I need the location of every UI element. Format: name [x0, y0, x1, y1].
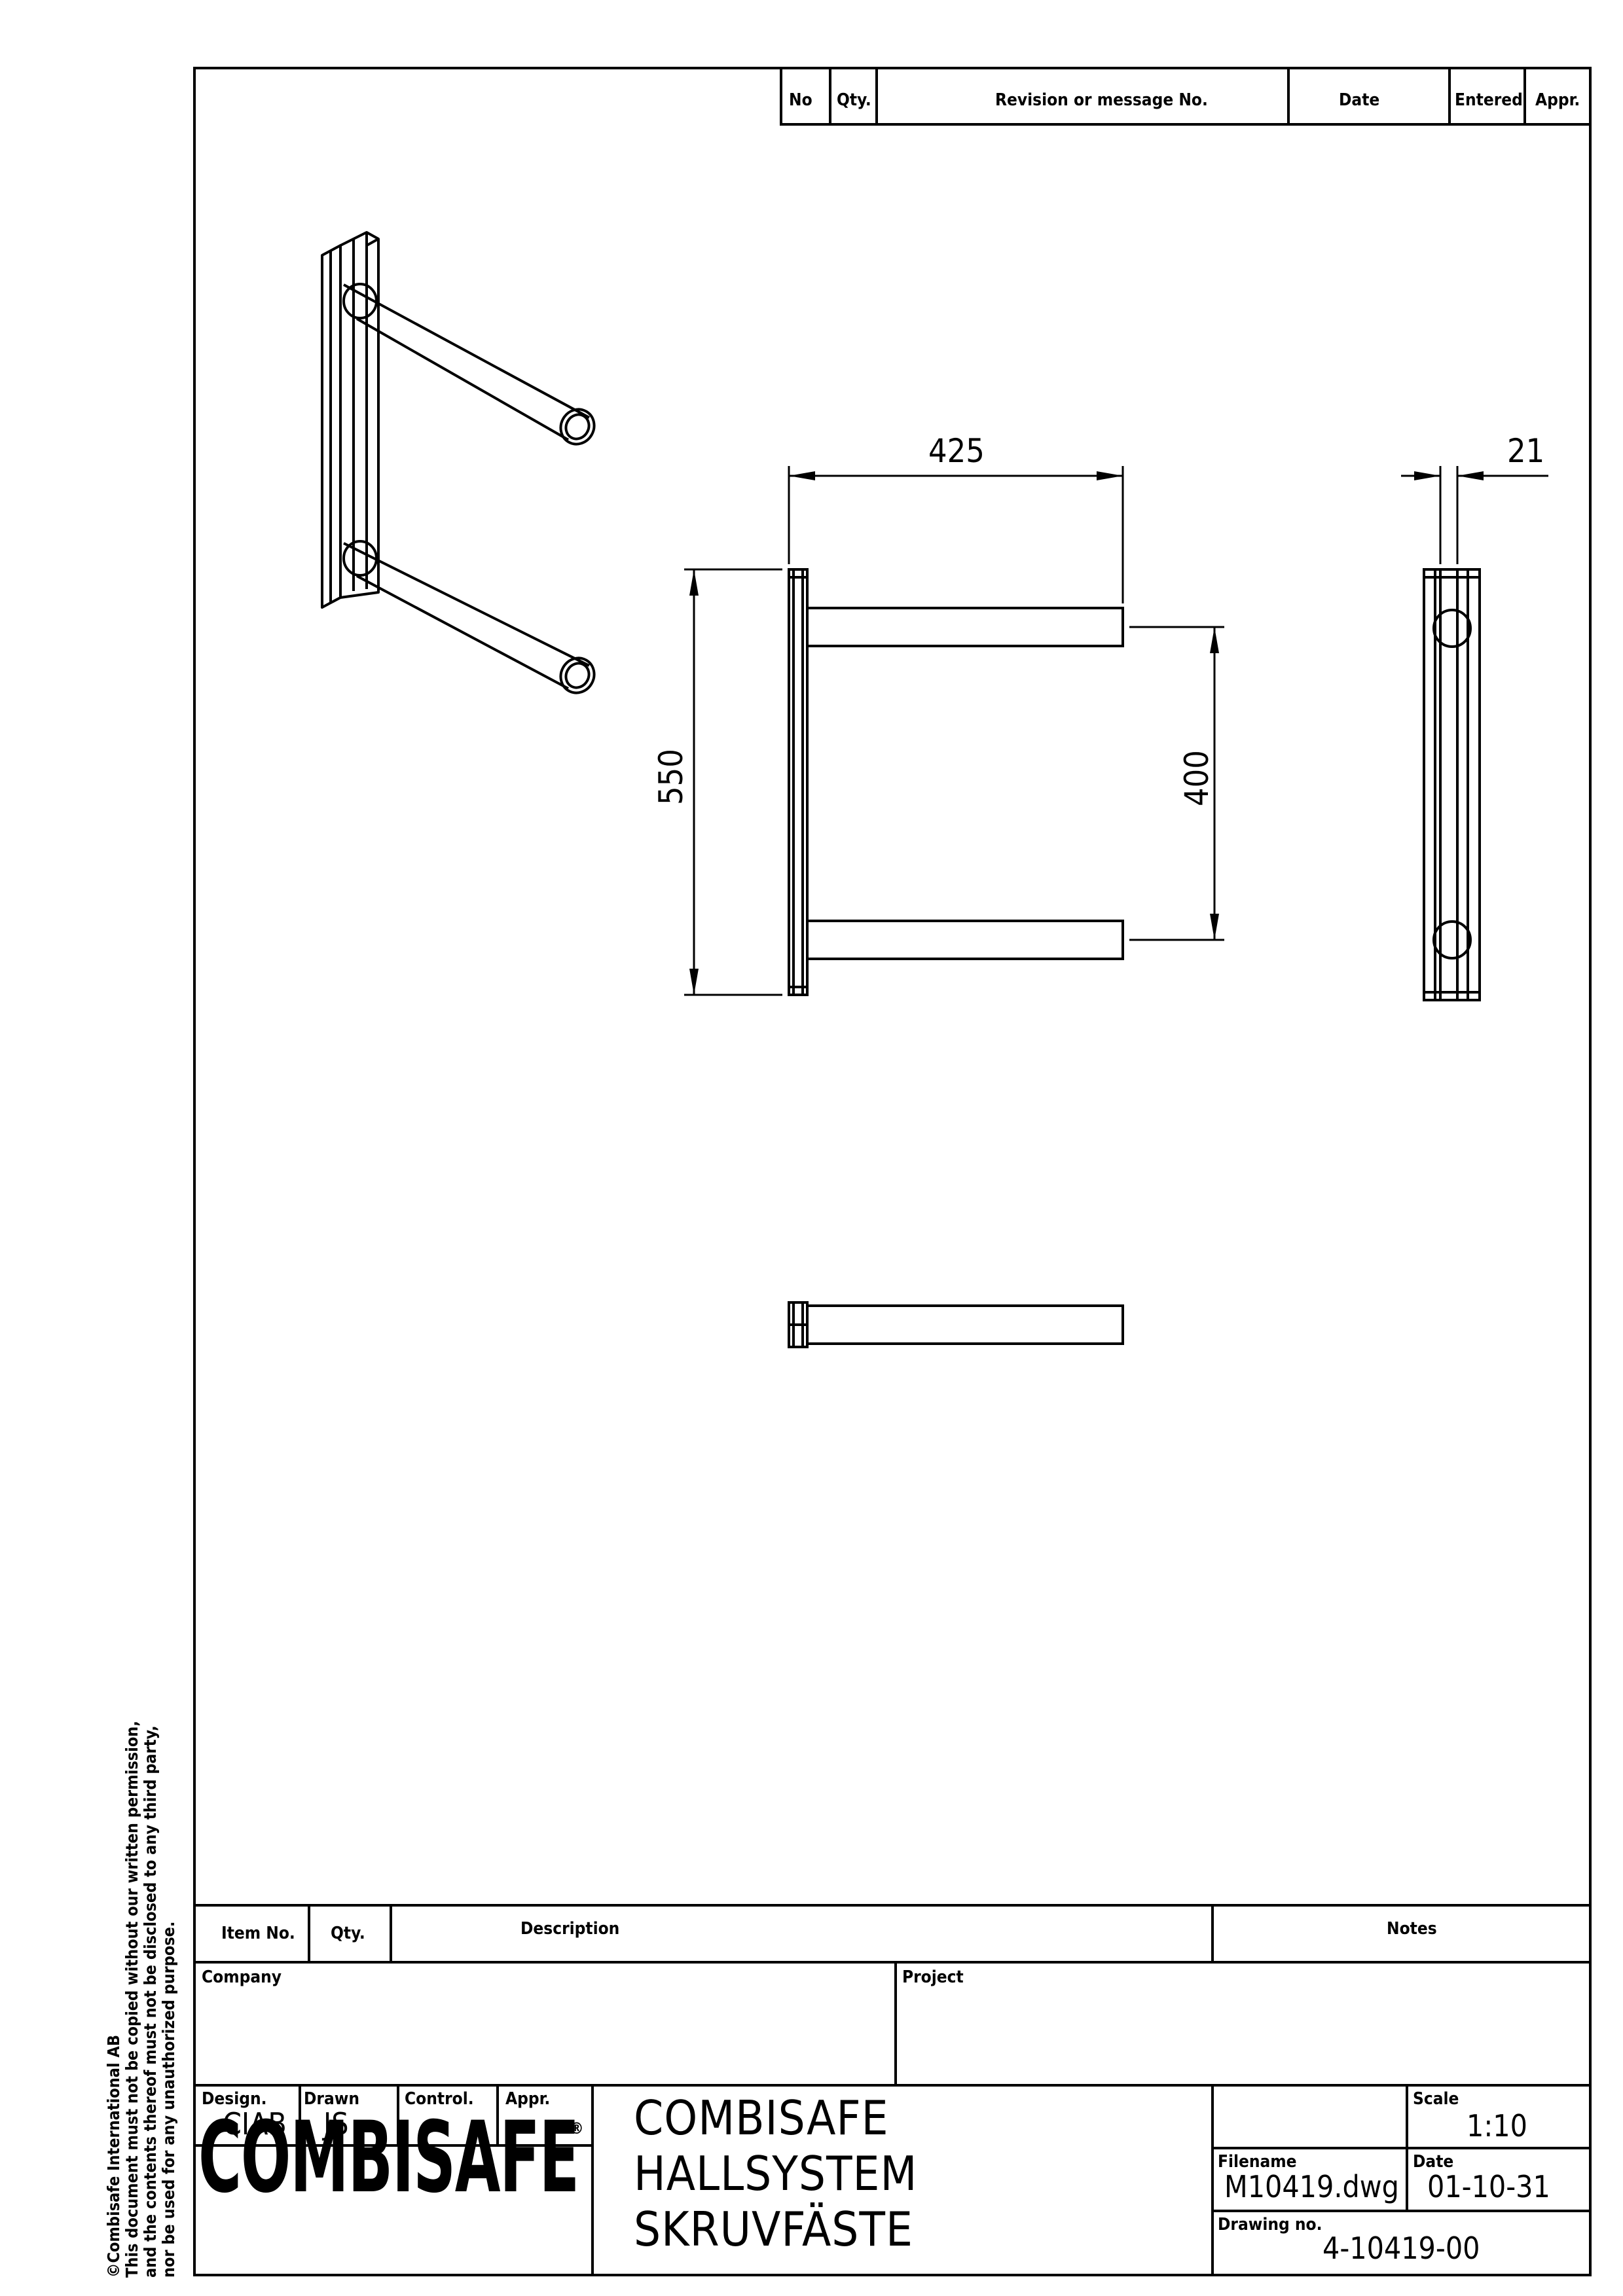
revision-table-grid: [780, 68, 1590, 126]
copyright-notice: ©Combisafe International AB This documen…: [104, 1721, 178, 2278]
rev-header-entered: Entered: [1455, 90, 1523, 110]
control-label: Control.: [405, 2089, 474, 2109]
dimension-lines: [684, 466, 1548, 996]
dimension-width-label: 425: [928, 432, 985, 470]
parts-header-qty: Qty.: [331, 1924, 365, 1943]
parts-header-notes: Notes: [1387, 1919, 1437, 1939]
rev-header-revision: Revision or message No.: [995, 90, 1208, 110]
appr-label: Appr.: [505, 2089, 551, 2109]
filename-label: Filename: [1218, 2152, 1297, 2172]
copyright-line: nor be used for any unauthorized purpose…: [159, 1921, 178, 2278]
copyright-line: and the contents thereof must not be dis…: [141, 1725, 160, 2278]
parts-header-item-no: Item No.: [221, 1924, 295, 1943]
copyright-line: This document must not be copied without…: [122, 1721, 141, 2278]
title-line-3: SKRUVFÄSTE: [634, 2202, 913, 2257]
copyright-line: ©Combisafe International AB: [104, 2035, 123, 2278]
title-line-2: HALLSYSTEM: [634, 2146, 918, 2201]
scale-label: Scale: [1413, 2089, 1459, 2109]
parts-header-description: Description: [520, 1919, 620, 1939]
filename-value: M10419.dwg: [1224, 2169, 1399, 2204]
drawing-no-label: Drawing no.: [1218, 2215, 1322, 2234]
scale-value: 1:10: [1467, 2108, 1527, 2144]
side-view: [1423, 568, 1481, 1001]
top-view: [788, 1301, 1124, 1348]
dimension-height-label: 550: [652, 749, 690, 805]
date-value: 01-10-31: [1427, 2169, 1550, 2204]
combisafe-logo: COMBISAFE: [198, 2101, 579, 2215]
drawing-no-value: 4-10419-00: [1322, 2231, 1480, 2266]
dimension-arrows: [689, 471, 1484, 995]
design-label: Design.: [202, 2089, 267, 2109]
design-value: CIAB: [223, 2106, 287, 2142]
title-line-1: COMBISAFE: [634, 2090, 889, 2145]
company-label: Company: [202, 1967, 282, 1987]
dimension-spacing-label: 400: [1178, 750, 1216, 806]
rev-header-appr: Appr.: [1535, 90, 1580, 110]
rev-header-qty: Qty.: [837, 90, 871, 110]
rev-header-date: Date: [1339, 90, 1380, 110]
drawn-value: JS: [323, 2106, 349, 2142]
dimension-thickness-label: 21: [1507, 432, 1545, 470]
date-label: Date: [1413, 2152, 1454, 2172]
parts-list-grid: [194, 1904, 1590, 1964]
drawn-label: Drawn: [304, 2089, 360, 2109]
rev-header-no: No: [789, 90, 812, 110]
registered-mark: ®: [570, 2119, 584, 2138]
isometric-view: [321, 231, 596, 694]
project-label: Project: [902, 1967, 964, 1987]
front-view: [788, 568, 1124, 996]
title-block-grid: [194, 1962, 1590, 2275]
drawing-frame: [193, 67, 1592, 2276]
